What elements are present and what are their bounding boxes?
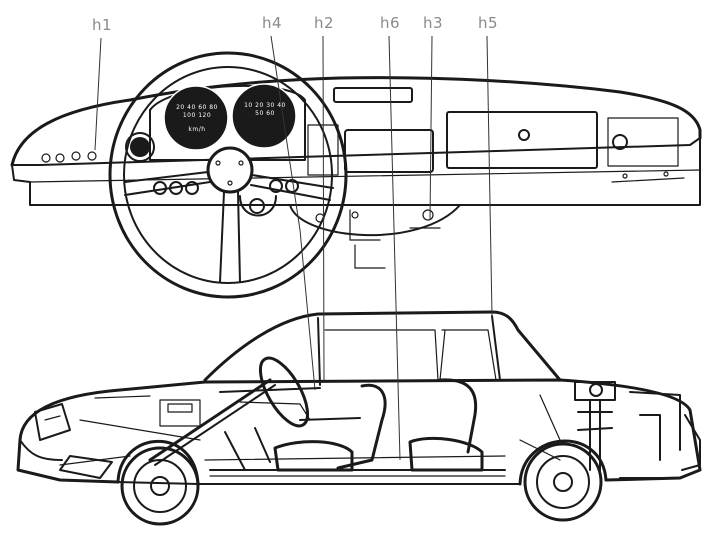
- callout-h5: h5: [478, 14, 499, 32]
- dashboard: [10, 76, 702, 269]
- callout-leader-lines: [94, 35, 493, 461]
- callout-h3: h3: [423, 14, 444, 32]
- callout-h6: h6: [380, 14, 401, 32]
- car-side-view: [16, 310, 702, 526]
- leader-h6: [388, 35, 401, 461]
- tachometer-scale: 10 20 30 40 50 60: [244, 102, 286, 117]
- callout-h1: h1: [92, 16, 113, 34]
- leader-h1: [94, 37, 102, 151]
- leader-h4: [270, 35, 316, 391]
- callout-h4: h4: [262, 14, 283, 32]
- leader-h2: [322, 35, 325, 381]
- callout-h2: h2: [314, 14, 335, 32]
- leader-h3: [429, 35, 433, 221]
- speedometer-scale: 20 40 60 80 100 120: [176, 104, 218, 119]
- speedometer-unit: km/h: [188, 126, 206, 133]
- leader-h5: [486, 35, 493, 317]
- steering-wheel: [108, 51, 348, 299]
